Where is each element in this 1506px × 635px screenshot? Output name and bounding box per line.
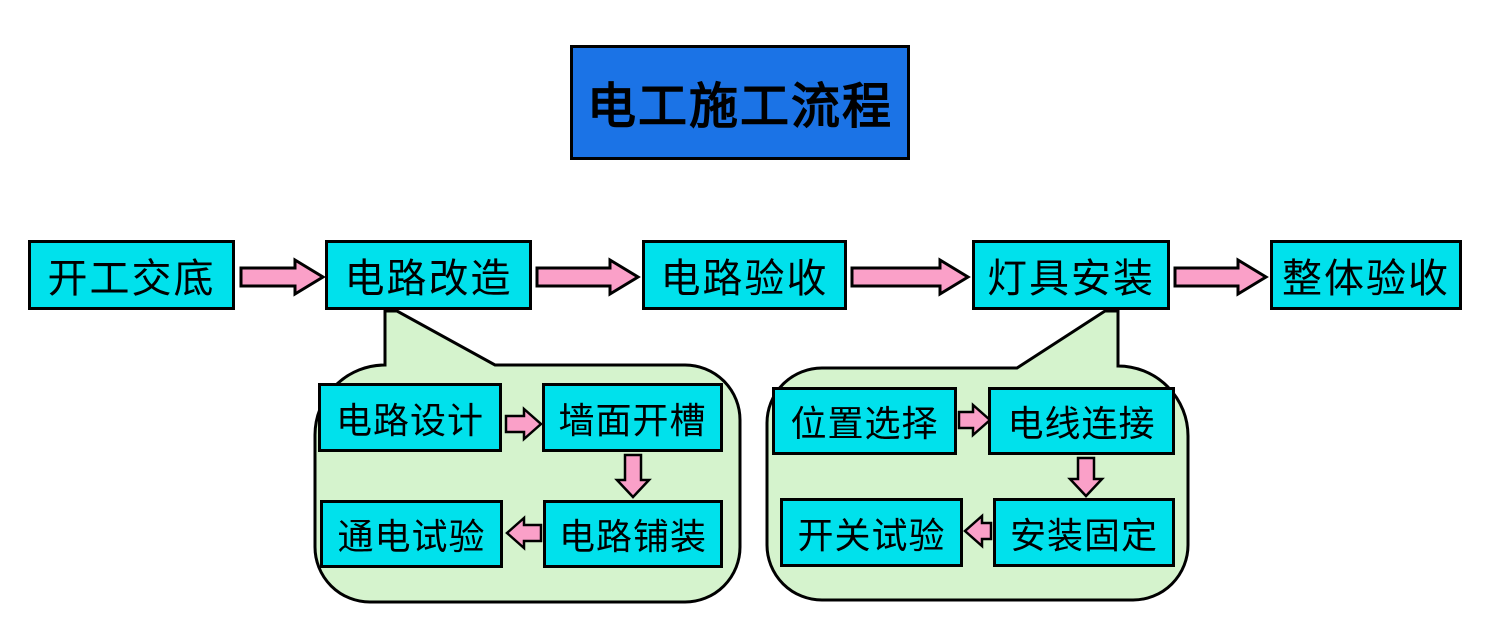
- substep-circuit-laying: 电路铺装: [543, 500, 723, 568]
- substep-wire-connection: 电线连接: [988, 387, 1175, 455]
- substep-position-selection: 位置选择: [772, 387, 957, 455]
- arrow-right-icon: [1173, 257, 1269, 297]
- flow-step-circuit-renovation: 电路改造: [325, 240, 532, 310]
- arrow-right-icon: [535, 257, 641, 297]
- flow-step-overall-acceptance: 整体验收: [1270, 240, 1462, 310]
- arrow-right-icon: [239, 257, 326, 297]
- substep-switch-test: 开关试验: [780, 498, 963, 567]
- arrow-down-icon: [614, 453, 652, 499]
- arrow-right-icon: [850, 257, 971, 297]
- substep-mount-fixing: 安装固定: [993, 498, 1175, 567]
- arrow-right-icon: [957, 402, 992, 438]
- arrow-down-icon: [1067, 456, 1105, 498]
- arrow-left-icon: [963, 513, 993, 549]
- arrow-right-icon: [504, 406, 543, 442]
- flow-step-lamp-installation: 灯具安装: [972, 240, 1170, 310]
- flow-step-handover: 开工交底: [28, 240, 235, 310]
- flow-step-circuit-acceptance: 电路验收: [642, 240, 847, 310]
- substep-power-test: 通电试验: [320, 500, 503, 568]
- substep-circuit-design: 电路设计: [318, 383, 502, 452]
- diagram-title: 电工施工流程: [570, 45, 910, 160]
- substep-wall-slotting: 墙面开槽: [542, 383, 723, 452]
- arrow-left-icon: [505, 515, 543, 551]
